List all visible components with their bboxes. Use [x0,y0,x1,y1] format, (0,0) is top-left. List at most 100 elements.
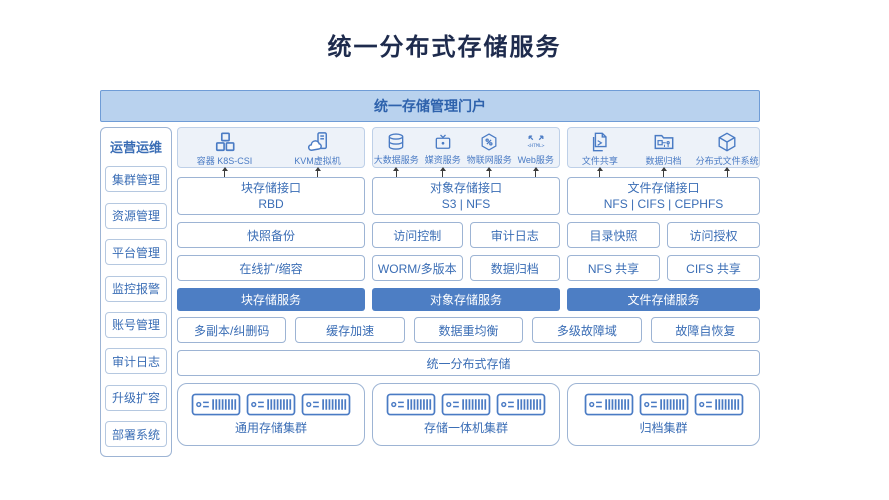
data-archive-icon [654,134,673,149]
columns-area: 容器 K8S-CSI KVM虚拟机 [177,127,761,457]
server-icons [584,393,744,416]
sidebar-header: 运营运维 [109,140,162,155]
cluster-archive: 归档集群 [567,383,760,446]
consumer-cell: 分布式文件系统 [695,128,759,177]
media-icon [435,133,451,149]
up-arrow-icon [723,167,731,177]
cluster-label: 存储一体机集群 [423,421,508,435]
consumer-label: 大数据服务 [373,154,419,165]
interface-protocols: RBD [258,197,284,211]
up-arrow-icon [314,167,322,177]
object-service-bar: 对象存储服务 [372,288,560,311]
up-arrow-icon [596,167,604,177]
up-arrow-icon [485,167,493,177]
sidebar-item-upgrade-expand: 升级扩容 [105,384,167,411]
server-icon [441,393,491,416]
object-interface-box: 对象存储接口 S3 | NFS [372,177,560,215]
server-icon [694,393,743,416]
up-arrow-icon [221,167,229,177]
file-storage-column: 文件共享 数据归档 [567,127,760,311]
block-interface-box: 块存储接口 RBD [177,177,365,215]
page-title: 统一分布式存储服务 [327,34,562,61]
feature-audit-log: 审计日志 [469,222,560,248]
interface-title: 块存储接口 [240,180,301,195]
feature-row: NFS 共享 CIFS 共享 [567,255,760,281]
kvm-icon [307,131,327,151]
svg-text:<HTML>: <HTML> [527,143,544,149]
feature-nfs-share: NFS 共享 [567,255,660,281]
portal-label: 统一存储管理门户 [374,98,486,114]
up-arrow-icon [439,167,447,177]
block-consumers-box: 容器 K8S-CSI KVM虚拟机 [177,127,365,177]
server-icon [386,393,436,416]
interface-title: 文件存储接口 [627,180,700,195]
interface-protocols: S3 | NFS [441,197,491,211]
feature-row: 在线扩/缩容 [177,255,365,281]
dfs-cube-icon [718,131,736,152]
server-icon [246,393,296,416]
bigdata-icon [388,132,404,150]
feature-dir-snapshot: 目录快照 [567,222,660,248]
sidebar-item-platform-mgmt: 平台管理 [105,239,167,266]
object-storage-column: 大数据服务 媒资服务 [372,127,560,311]
sidebar-item-deploy-system: 部署系统 [105,421,167,447]
up-arrow-icon [660,167,668,177]
consumer-label: 媒资服务 [424,154,461,165]
server-icon [584,393,633,416]
server-icons [386,393,546,416]
object-consumers-box: 大数据服务 媒资服务 [372,127,560,177]
feature-online-scale: 在线扩/缩容 [177,255,365,281]
file-service-bar: 文件存储服务 [567,288,760,311]
unified-storage-layer: 统一分布式存储 [177,350,760,376]
consumer-cell: 物联网服务 [466,128,513,177]
server-icon [191,393,241,416]
consumer-cell: <HTML> Web服务 [513,128,560,177]
server-icons [191,393,351,416]
sidebar-item-monitor-alert: 监控报警 [105,275,167,302]
cluster-general-storage: 通用存储集群 [177,383,365,446]
server-icon [301,393,351,416]
ops-sidebar: 运营运维 集群管理 资源管理 平台管理 监控报警 账号管理 审计日志 升级扩容 … [100,127,172,457]
consumer-cell: 媒资服务 [420,128,467,177]
file-share-icon [592,132,607,151]
consumer-label: 分布式文件系统 [695,155,759,166]
feature-data-archive: 数据归档 [469,255,560,281]
feature-row: WORM/多版本 数据归档 [372,255,560,281]
feature-access-control: 访问控制 [372,222,463,248]
content-row: 运营运维 集群管理 资源管理 平台管理 监控报警 账号管理 审计日志 升级扩容 … [100,127,761,457]
consumer-label: 容器 K8S-CSI [196,155,253,166]
consumer-cell: 容器 K8S-CSI [178,128,271,177]
consumer-label: KVM虚拟机 [294,155,341,166]
sidebar-item-audit-log: 审计日志 [105,348,167,375]
sidebar-item-account-mgmt: 账号管理 [105,311,167,338]
file-consumers-box: 文件共享 数据归档 [567,127,760,177]
feature-cifs-share: CIFS 共享 [667,255,760,281]
consumer-label: 物联网服务 [466,154,512,165]
file-interface-box: 文件存储接口 NFS | CIFS | CEPHFS [567,177,760,215]
feature-fault-domain: 多级故障域 [532,317,642,343]
feature-self-heal: 故障自恢复 [650,317,761,343]
consumer-cell: 大数据服务 [373,128,420,177]
sidebar-item-cluster-mgmt: 集群管理 [105,166,167,193]
server-icon [639,393,688,416]
feature-row: 访问控制 审计日志 [372,222,560,248]
storage-columns: 容器 K8S-CSI KVM虚拟机 [177,127,760,311]
feature-snapshot-backup: 快照备份 [177,222,365,248]
cluster-label: 归档集群 [639,421,688,435]
feature-cache-accel: 缓存加速 [295,317,405,343]
container-icon [215,131,235,151]
feature-row: 快照备份 [177,222,365,248]
platform-feature-row: 多副本/纠删码 缓存加速 数据重均衡 多级故障域 故障自恢复 [177,317,761,343]
up-arrow-icon [532,167,540,177]
consumer-label: 文件共享 [581,155,618,166]
consumer-cell: 文件共享 [568,128,632,177]
portal-banner: 统一存储管理门户 [100,90,760,122]
consumer-label: Web服务 [517,154,554,165]
cluster-label: 通用存储集群 [234,421,307,435]
server-icon [496,393,546,416]
cluster-storage-appliance: 存储一体机集群 [372,383,560,446]
block-service-bar: 块存储服务 [177,288,365,311]
up-arrow-icon [392,167,400,177]
sidebar-item-resource-mgmt: 资源管理 [105,202,167,229]
